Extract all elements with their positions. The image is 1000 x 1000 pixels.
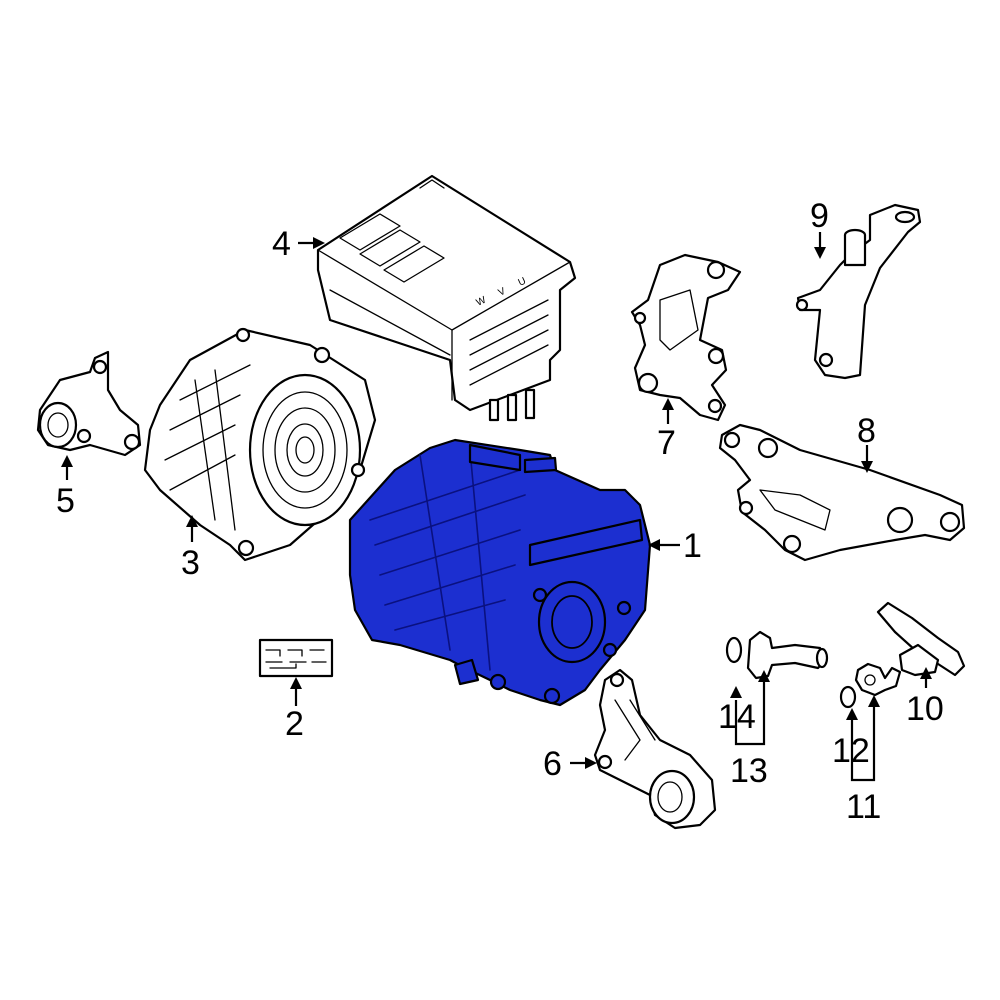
part-8-bracket[interactable] xyxy=(718,423,966,562)
part-1-transmission[interactable] xyxy=(348,438,652,707)
callout-5[interactable]: 5 xyxy=(56,482,75,520)
part-7-bracket[interactable] xyxy=(630,253,742,422)
callout-1[interactable]: 1 xyxy=(683,527,702,565)
part-2-label[interactable] xyxy=(258,638,334,678)
part-12-seal[interactable] xyxy=(839,685,857,709)
callout-10[interactable]: 10 xyxy=(906,690,944,728)
callout-4[interactable]: 4 xyxy=(272,225,291,263)
callout-11[interactable]: 11 xyxy=(846,788,881,826)
callout-9[interactable]: 9 xyxy=(810,197,829,235)
callout-2[interactable]: 2 xyxy=(285,705,304,743)
part-9-mount[interactable] xyxy=(795,203,922,380)
callout-labels: 1 2 3 4 5 6 7 8 9 10 11 12 13 14 xyxy=(56,197,944,826)
callout-6[interactable]: 6 xyxy=(543,745,562,783)
inverter-phase-v: V xyxy=(497,286,508,299)
callout-12[interactable]: 12 xyxy=(832,732,870,770)
part-6-mount[interactable] xyxy=(593,668,717,830)
callout-8[interactable]: 8 xyxy=(857,412,876,450)
part-3-motor[interactable] xyxy=(143,327,377,562)
part-4-inverter[interactable]: W V U xyxy=(316,174,577,422)
part-14-oring[interactable] xyxy=(725,636,743,664)
part-5-mount[interactable] xyxy=(36,350,142,457)
callout-leaders xyxy=(61,232,932,782)
part-10-hose[interactable] xyxy=(876,601,966,677)
callout-14[interactable]: 14 xyxy=(718,698,756,736)
callout-7[interactable]: 7 xyxy=(657,424,676,462)
callout-3[interactable]: 3 xyxy=(181,544,200,582)
callout-13[interactable]: 13 xyxy=(730,752,768,790)
part-13-fitting[interactable] xyxy=(746,630,829,680)
inverter-phase-u: U xyxy=(517,276,528,289)
part-11-sensor[interactable] xyxy=(854,662,902,697)
